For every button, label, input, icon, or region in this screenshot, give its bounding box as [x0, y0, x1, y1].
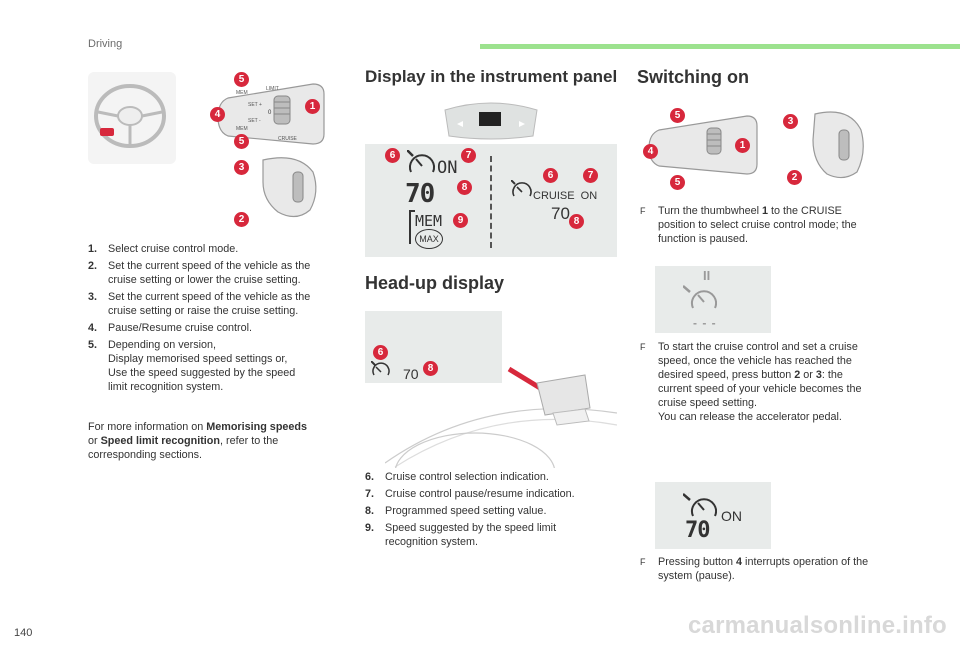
- bullet-icon: F: [640, 557, 646, 567]
- speedometer-grey-icon: [683, 285, 717, 309]
- switching-on-illustration: 5 4 1 5 3 2: [637, 100, 872, 196]
- callout-6-right: 6: [543, 168, 558, 183]
- section-accent-bar: [480, 44, 960, 49]
- legend-item-6: 6.Cruise control selection indication.: [365, 471, 549, 483]
- mem-label: MEM: [415, 212, 443, 230]
- mem-bracket: [409, 210, 415, 244]
- legend-item-2: 2.Set the current speed of the vehicle a…: [88, 260, 311, 286]
- step-pause: F Pressing button 4 interrupts operation…: [640, 556, 869, 582]
- speedometer-icon: [407, 150, 435, 173]
- bullet-icon: F: [640, 206, 646, 216]
- bullet-icon: F: [640, 342, 646, 352]
- cruise-speed-value: 70: [405, 179, 435, 209]
- heading-head-up-display: Head-up display: [365, 273, 505, 293]
- hud-speedometer-icon: [371, 361, 390, 376]
- callout-9: 9: [453, 213, 468, 228]
- callout-6: 6: [385, 148, 400, 163]
- section-label: Driving: [88, 38, 123, 50]
- active-display-panel: ON 70: [655, 482, 771, 549]
- legend-item-7: 7.Cruise control pause/resume indication…: [365, 488, 575, 500]
- stalk-zero-label: 0: [268, 110, 272, 116]
- link-memorising-speeds[interactable]: Memorising speeds: [206, 421, 308, 433]
- active-on-label: ON: [721, 508, 742, 524]
- active-speed-value: 70: [685, 518, 710, 543]
- callout-8-right: 8: [569, 214, 584, 229]
- callout-8-hud: 8: [423, 361, 438, 376]
- heading-switching-on: Switching on: [637, 67, 749, 87]
- callout-7-right: 7: [583, 168, 598, 183]
- cruise-stalk-icon: MEM LIMIT SET + 0 SET - MEM CRUISE: [217, 83, 325, 145]
- stalk-limit-label: LIMIT: [266, 86, 279, 92]
- cruise-speed-value-2: 70: [551, 204, 570, 223]
- callout-3-sw: 3: [783, 114, 798, 129]
- watermark: carmanualsonline.info: [688, 612, 947, 639]
- steering-stalk-diagram: MEM LIMIT SET + 0 SET - MEM CRUISE: [88, 72, 325, 218]
- stalk-mem-bottom-label: MEM: [236, 126, 248, 132]
- legend-item-4: 4.Pause/Resume cruise control.: [88, 322, 253, 334]
- stalk-end-icon: [262, 157, 317, 218]
- display-legend-list: 6.Cruise control selection indication. 7…: [365, 470, 617, 552]
- callout-1: 1: [305, 99, 320, 114]
- callout-3: 3: [234, 160, 249, 175]
- control-legend-list: 1.Select cruise control mode. 2.Set the …: [88, 242, 340, 397]
- callout-8: 8: [457, 180, 472, 195]
- hud-speed-value: 70: [403, 366, 419, 382]
- link-speed-limit-recognition[interactable]: Speed limit recognition: [100, 435, 220, 447]
- step-turn-thumbwheel: F Turn the thumbwheel 1 to the CRUISE po…: [640, 205, 857, 245]
- legend-item-5: 5.Depending on version, Display memorise…: [88, 339, 296, 393]
- instrument-panel-figure: ON 70 MEM MAX CRUISE ON 70 6 7 8 9 6 7 8: [365, 96, 617, 257]
- cruise-on-label: ON: [437, 158, 458, 178]
- callout-4: 4: [210, 107, 225, 122]
- max-label: MAX: [415, 229, 443, 249]
- heading-instrument-panel: Display in the instrument panel: [365, 67, 618, 86]
- stalk-set-minus-label: SET -: [248, 118, 261, 124]
- hud-dashboard-illustration: [385, 366, 617, 468]
- legend-item-9: 9.Speed suggested by the speed limit rec…: [365, 522, 557, 548]
- callout-6-hud: 6: [373, 345, 388, 360]
- hud-display-panel: 70 6 8: [365, 311, 502, 383]
- callout-2: 2: [234, 212, 249, 227]
- pause-display-panel: II - - -: [655, 266, 771, 333]
- step-set-speed: F To start the cruise control and set a …: [640, 341, 862, 423]
- callout-5-sw-bottom: 5: [670, 175, 685, 190]
- more-info-paragraph: For more information on Memorising speed…: [88, 421, 308, 461]
- callout-7: 7: [461, 148, 476, 163]
- legend-item-3: 3.Set the current speed of the vehicle a…: [88, 291, 311, 317]
- callout-5-sw-top: 5: [670, 108, 685, 123]
- steering-control-illustration: MEM LIMIT SET + 0 SET - MEM CRUISE 5 4 1…: [88, 72, 333, 232]
- callout-5-top: 5: [234, 72, 249, 87]
- pause-icon: II: [703, 268, 711, 283]
- legend-item-1: 1.Select cruise control mode.: [88, 243, 239, 255]
- cruise-on-text: CRUISE ON: [533, 190, 598, 202]
- legend-item-8: 8.Programmed speed setting value.: [365, 505, 547, 517]
- callout-1-sw: 1: [735, 138, 750, 153]
- pause-dashes: - - -: [693, 316, 717, 330]
- stalk-set-plus-label: SET +: [248, 102, 262, 108]
- hud-figure: 70 6 8: [365, 303, 617, 468]
- speedometer-icon-small: [511, 180, 532, 197]
- stalk-mem-top-label: MEM: [236, 90, 248, 96]
- callout-5-bottom: 5: [234, 134, 249, 149]
- panel-divider: [490, 156, 492, 248]
- callout-4-sw: 4: [643, 144, 658, 159]
- steering-wheel-icon: [88, 72, 176, 164]
- callout-2-sw: 2: [787, 170, 802, 185]
- instrument-display-panel: ON 70 MEM MAX CRUISE ON 70 6 7 8 9 6 7 8: [365, 144, 617, 257]
- stalk-cruise-label: CRUISE: [278, 136, 298, 142]
- speedometer-active-icon: [683, 493, 717, 517]
- instrument-cluster-icon: [444, 102, 538, 140]
- stalk-diagram-small: [648, 111, 864, 179]
- page-number: 140: [14, 627, 33, 639]
